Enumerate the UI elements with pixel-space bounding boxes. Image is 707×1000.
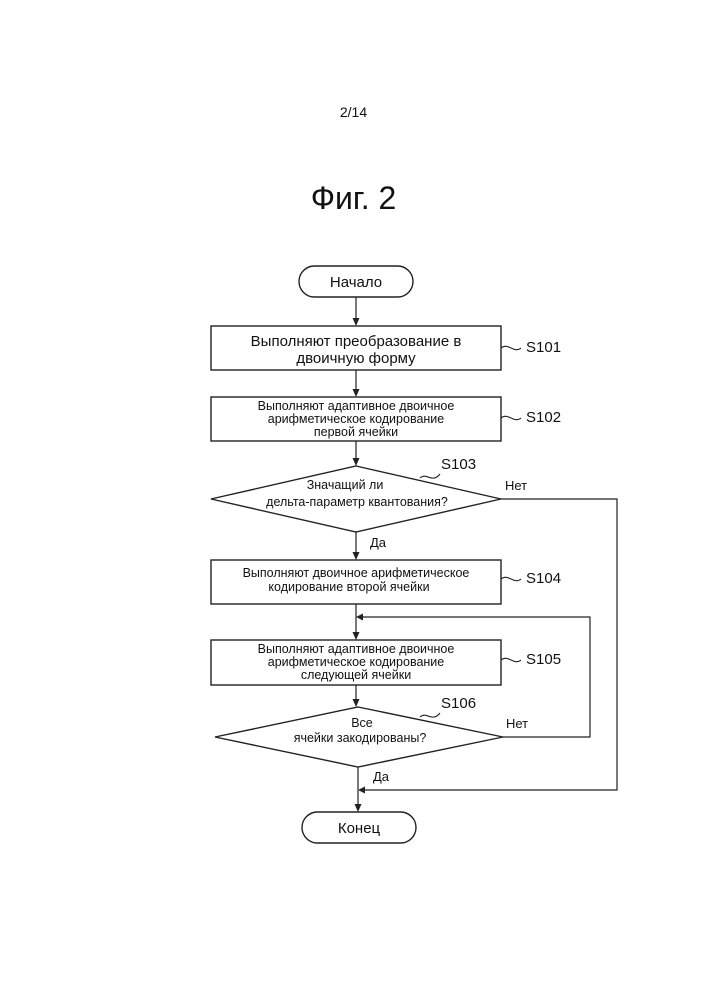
s104-leader bbox=[501, 577, 521, 580]
s104-line-2: кодирование второй ячейки bbox=[268, 580, 429, 594]
process-s105: Выполняют адаптивное двоичное арифметиче… bbox=[211, 640, 501, 685]
arrowhead-s102-to-s103 bbox=[353, 458, 360, 466]
end-terminator: Конец bbox=[302, 812, 416, 843]
start-terminator: Начало bbox=[299, 266, 413, 297]
s106-step-label: S106 bbox=[441, 695, 476, 712]
decision-s106: Все ячейки закодированы? bbox=[215, 707, 503, 767]
s104-step-label: S104 bbox=[526, 570, 561, 587]
s106-yes-label: Да bbox=[373, 769, 390, 784]
s105-leader bbox=[501, 658, 521, 661]
s105-line-3: следующей ячейки bbox=[301, 668, 411, 682]
s106-leader bbox=[420, 713, 440, 717]
start-label: Начало bbox=[330, 274, 382, 291]
process-s104: Выполняют двоичное арифметическое кодиро… bbox=[211, 560, 501, 604]
s102-leader bbox=[501, 416, 521, 419]
decision-s103: Значащий ли дельта-параметр квантования? bbox=[211, 466, 501, 532]
s105-line-1: Выполняют адаптивное двоичное bbox=[258, 642, 455, 656]
s103-line-2: дельта-параметр квантования? bbox=[266, 495, 448, 509]
end-label: Конец bbox=[338, 820, 381, 837]
arrowhead-start-to-s101 bbox=[353, 318, 360, 326]
arrowhead-s104-to-s105 bbox=[353, 632, 360, 640]
s102-line-3: первой ячейки bbox=[314, 425, 398, 439]
arrowhead-s106-yes-to-end bbox=[355, 804, 362, 812]
s101-line-1: Выполняют преобразование в bbox=[251, 333, 462, 350]
s104-line-1: Выполняют двоичное арифметическое bbox=[243, 566, 470, 580]
s102-line-2: арифметическое кодирование bbox=[268, 412, 445, 426]
s106-no-label: Нет bbox=[506, 716, 528, 731]
s102-line-1: Выполняют адаптивное двоичное bbox=[258, 399, 455, 413]
s103-leader bbox=[420, 474, 440, 478]
s106-line-1: Все bbox=[351, 716, 373, 730]
arrowhead-s103-yes-to-s104 bbox=[353, 552, 360, 560]
s101-step-label: S101 bbox=[526, 339, 561, 356]
s103-step-label: S103 bbox=[441, 456, 476, 473]
arrowhead-s106-no-loop bbox=[356, 614, 363, 621]
s103-no-label: Нет bbox=[505, 478, 527, 493]
s105-step-label: S105 bbox=[526, 651, 561, 668]
s102-step-label: S102 bbox=[526, 409, 561, 426]
s105-line-2: арифметическое кодирование bbox=[268, 655, 445, 669]
s103-line-1: Значащий ли bbox=[307, 478, 384, 492]
s106-line-2: ячейки закодированы? bbox=[294, 731, 427, 745]
arrowhead-s103-no-to-end bbox=[358, 787, 365, 794]
s101-leader bbox=[501, 346, 521, 349]
process-s101: Выполняют преобразование в двоичную форм… bbox=[211, 326, 501, 370]
arrowhead-s105-to-s106 bbox=[353, 699, 360, 707]
s101-line-2: двоичную форму bbox=[296, 350, 416, 367]
s103-yes-label: Да bbox=[370, 535, 387, 550]
arrowhead-s101-to-s102 bbox=[353, 389, 360, 397]
process-s102: Выполняют адаптивное двоичное арифметиче… bbox=[211, 397, 501, 441]
